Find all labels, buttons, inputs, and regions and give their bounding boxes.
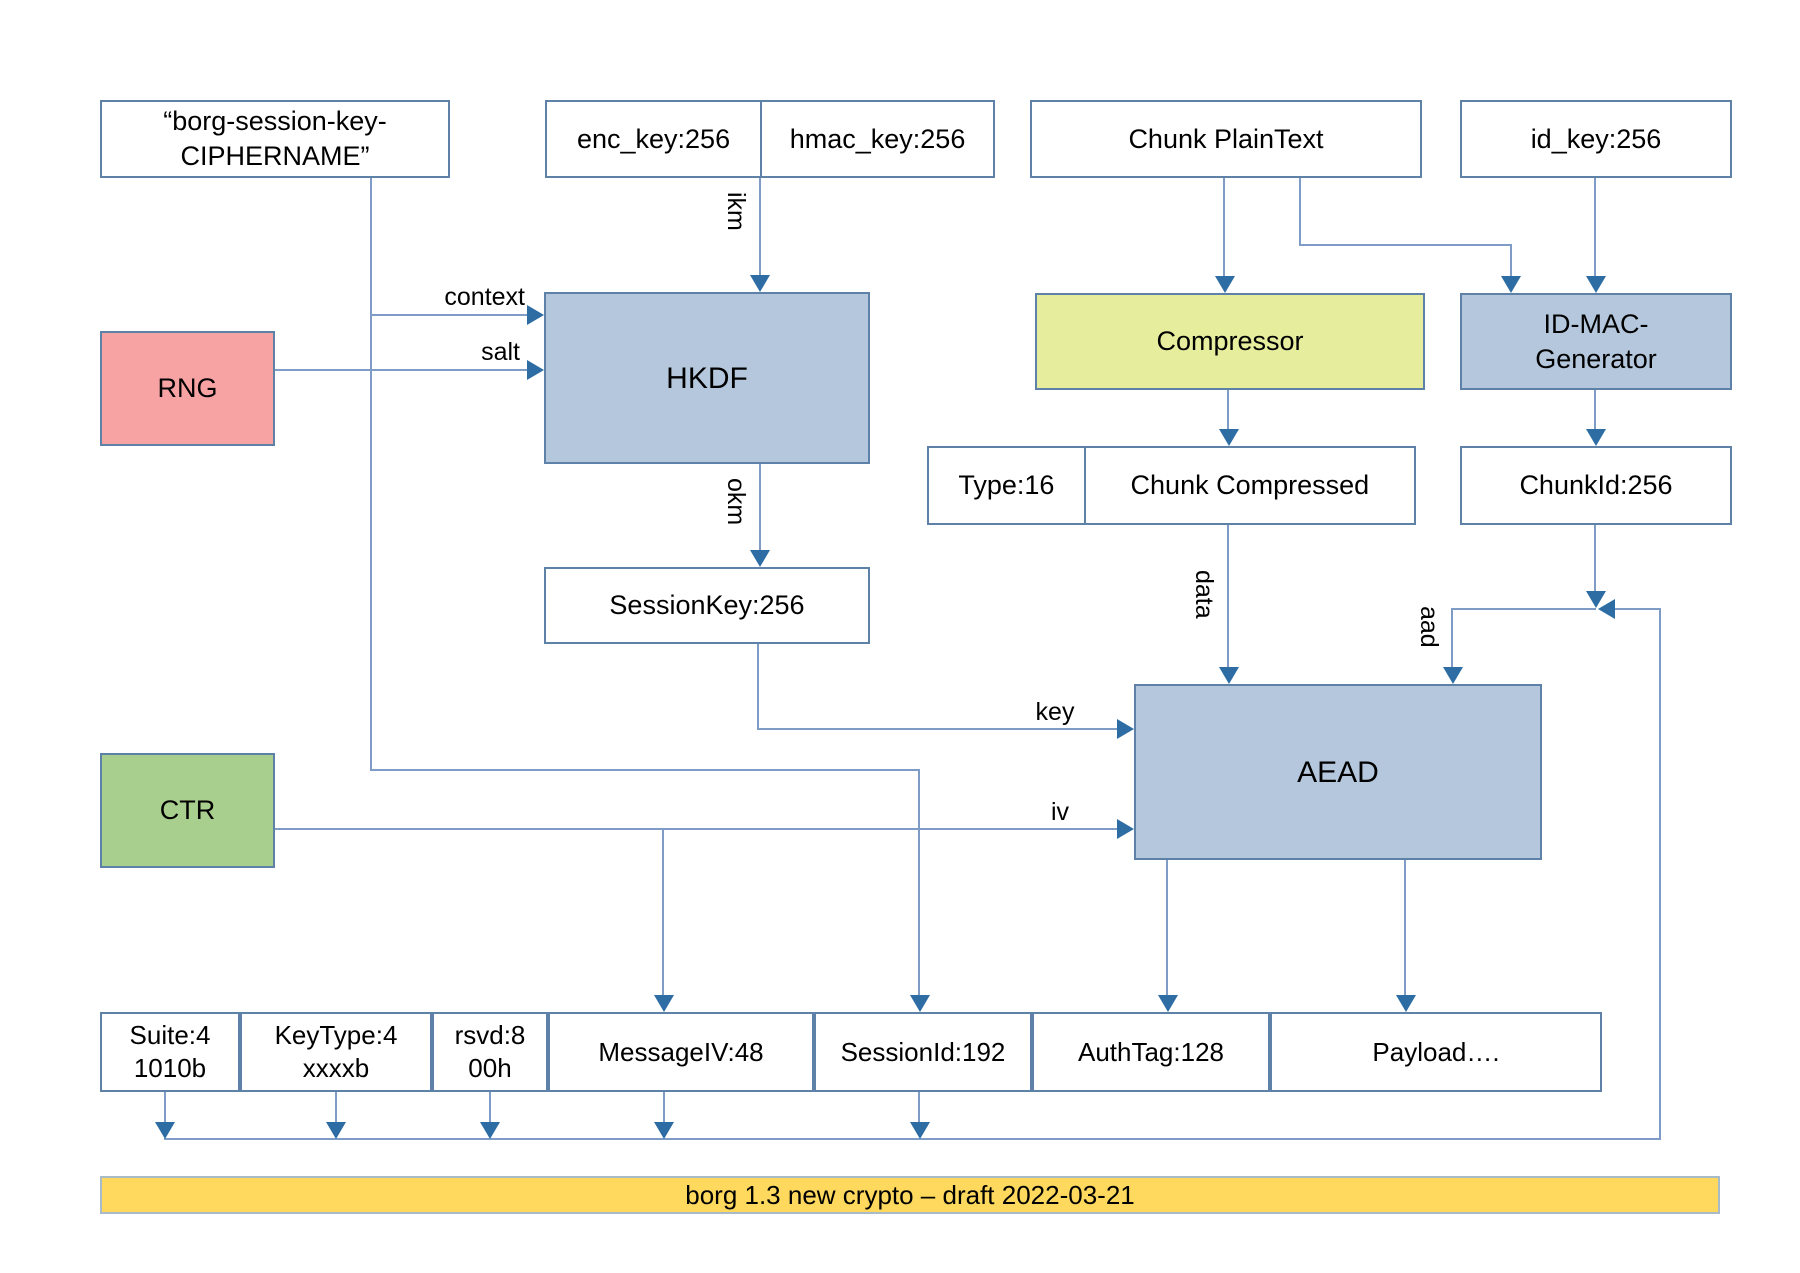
- node-id-mac-generator-line2: Generator: [1535, 343, 1657, 374]
- node-chunk-plaintext: Chunk PlainText: [1030, 100, 1422, 178]
- edge-context-line: [371, 314, 529, 316]
- edge-label-salt: salt: [481, 338, 520, 366]
- record-cell-payload: Payload….: [1270, 1012, 1602, 1092]
- record-cell-rsvd: rsvd:8 00h: [432, 1012, 548, 1092]
- arrowhead-salt-icon: [527, 360, 544, 380]
- edge-plaintext-idmac-h: [1299, 244, 1511, 246]
- edge-aead-authtag: [1166, 860, 1168, 996]
- arrowhead-iv-icon: [1117, 819, 1134, 839]
- arrowhead-chunkid-in-icon: [1586, 429, 1606, 446]
- title-banner: borg 1.3 new crypto – draft 2022-03-21: [100, 1176, 1720, 1214]
- edge-compressor-out: [1227, 390, 1229, 431]
- arrowhead-rsvd-collector-icon: [480, 1122, 500, 1139]
- node-hkdf: HKDF: [544, 292, 870, 464]
- edge-plaintext-idmac-v1: [1299, 178, 1301, 246]
- edge-okm-line: [759, 464, 761, 552]
- edge-label-context: context: [444, 283, 525, 311]
- arrowhead-idmac-in2-icon: [1586, 276, 1606, 293]
- edge-aad-collector: [164, 1138, 1661, 1140]
- arrowhead-loop-left-icon: [1598, 599, 1615, 619]
- edge-context-rng-vertical: [370, 178, 372, 770]
- arrowhead-key-icon: [1117, 719, 1134, 739]
- record-suite-value: 1010b: [133, 1053, 207, 1083]
- edge-idmac-out: [1594, 390, 1596, 431]
- arrowhead-aad-icon: [1443, 667, 1463, 684]
- edge-rng-sessionid-horizontal: [370, 769, 920, 771]
- node-id-key: id_key:256: [1460, 100, 1732, 178]
- node-type-field: Type:16: [958, 470, 1055, 500]
- record-cell-authtag: AuthTag:128: [1032, 1012, 1270, 1092]
- arrowhead-compressor-in-icon: [1215, 276, 1235, 293]
- record-keytype-value: xxxxb: [302, 1053, 370, 1083]
- node-hmac-key: hmac_key:256: [760, 102, 993, 176]
- arrowhead-sessionid-in-icon: [910, 995, 930, 1012]
- edge-keytype-drop: [335, 1092, 337, 1124]
- record-cell-keytype: KeyType:4 xxxxb: [240, 1012, 432, 1092]
- node-context-string-line1: “borg-session-key-: [163, 106, 387, 136]
- arrowhead-chunkcompressed-in-icon: [1219, 429, 1239, 446]
- edge-iv-branch: [662, 828, 664, 996]
- edge-label-key: key: [1035, 698, 1075, 726]
- node-id-mac-generator-line1: ID-MAC-: [1543, 308, 1649, 339]
- arrowhead-idmac-in1-icon: [1501, 276, 1521, 293]
- edge-aad-horizontal: [1452, 608, 1596, 610]
- node-id-mac-generator: ID-MAC- Generator: [1460, 293, 1732, 390]
- arrowhead-suite-collector-icon: [155, 1122, 175, 1139]
- edge-iv-line: [275, 828, 1118, 830]
- node-session-key: SessionKey:256: [544, 567, 870, 644]
- arrowhead-data-icon: [1219, 667, 1239, 684]
- edge-idkey-idmac: [1594, 178, 1596, 278]
- edge-salt-line: [275, 369, 529, 371]
- edge-label-ikm: ikm: [722, 192, 750, 231]
- arrowhead-sessionid-collector-icon: [910, 1122, 930, 1139]
- record-rsvd-name: rsvd:8: [454, 1020, 526, 1050]
- edge-label-okm: okm: [722, 478, 750, 526]
- edge-sessionid-drop: [918, 1092, 920, 1124]
- record-keytype-name: KeyType:4: [274, 1020, 398, 1050]
- edge-rsvd-drop: [489, 1092, 491, 1124]
- record-suite-name: Suite:4: [129, 1020, 211, 1050]
- edge-ikm-line: [759, 178, 761, 278]
- edge-suite-drop: [164, 1092, 166, 1124]
- edge-plaintext-compressor: [1223, 178, 1225, 278]
- node-compressor: Compressor: [1035, 293, 1425, 390]
- record-cell-sessionid: SessionId:192: [814, 1012, 1032, 1092]
- edge-loop-vertical: [1659, 608, 1661, 1140]
- node-context-string-line2: CIPHERNAME”: [180, 141, 370, 171]
- edge-label-data: data: [1190, 570, 1218, 619]
- edge-aad-vertical: [1451, 608, 1453, 669]
- node-chunk-id: ChunkId:256: [1460, 446, 1732, 525]
- edge-loop-horizontal: [1614, 608, 1661, 610]
- arrowhead-keytype-collector-icon: [326, 1122, 346, 1139]
- record-rsvd-value: 00h: [468, 1053, 512, 1083]
- edge-key-line: [757, 728, 1118, 730]
- node-ctr: CTR: [100, 753, 275, 868]
- arrowhead-messageiv-in-icon: [654, 995, 674, 1012]
- node-context-string: “borg-session-key- CIPHERNAME”: [100, 100, 450, 178]
- edge-chunkid-drop: [1594, 525, 1596, 593]
- edge-sessionkey-drop: [757, 644, 759, 730]
- edge-rng-sessionid-vertical: [918, 769, 920, 996]
- edge-data-line: [1227, 525, 1229, 669]
- node-compressed-record: Type:16 Chunk Compressed: [927, 446, 1416, 525]
- node-rng: RNG: [100, 331, 275, 446]
- arrowhead-messageiv-collector-icon: [654, 1122, 674, 1139]
- arrowhead-context-icon: [527, 305, 544, 325]
- edge-label-aad: aad: [1415, 606, 1443, 648]
- record-cell-suite: Suite:4 1010b: [100, 1012, 240, 1092]
- arrowhead-ikm-icon: [750, 275, 770, 292]
- node-chunk-compressed: Chunk Compressed: [1083, 448, 1414, 523]
- node-derived-keys: enc_key:256 hmac_key:256: [545, 100, 995, 178]
- edge-label-iv: iv: [1050, 798, 1070, 826]
- arrowhead-payload-in-icon: [1396, 995, 1416, 1012]
- record-cell-messageiv: MessageIV:48: [548, 1012, 814, 1092]
- arrowhead-authtag-in-icon: [1158, 995, 1178, 1012]
- edge-plaintext-idmac-v2: [1510, 244, 1512, 278]
- arrowhead-okm-icon: [750, 550, 770, 567]
- node-enc-key: enc_key:256: [576, 123, 731, 154]
- edge-aead-payload: [1404, 860, 1406, 996]
- edge-messageiv-drop: [663, 1092, 665, 1124]
- node-aead: AEAD: [1134, 684, 1542, 860]
